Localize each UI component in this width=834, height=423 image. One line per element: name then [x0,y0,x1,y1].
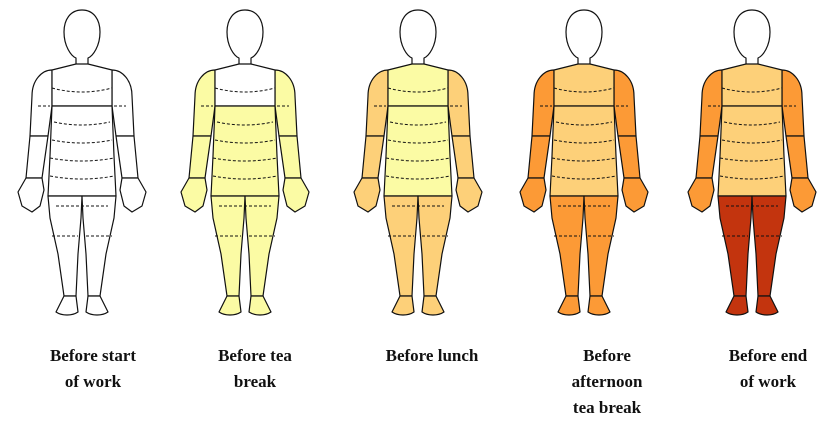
region-legs-9 [48,196,82,296]
region-feet-12 [86,296,108,315]
region-head-0 [566,10,602,66]
region-upper_arms-1 [193,70,215,136]
region-forearms-6 [452,136,474,178]
region-hands-7 [181,178,207,212]
region-upper_arms-1 [30,70,52,136]
caption-4: Before afternoon tea break [532,343,682,421]
region-chest-3 [52,64,112,106]
region-upper_arms-2 [112,70,134,136]
region-hands-7 [520,178,546,212]
body-outline-2 [165,6,325,324]
caption-3: Before lunch [357,343,507,369]
region-feet-12 [422,296,444,315]
region-legs-9 [384,196,418,296]
region-upper_arms-2 [448,70,470,136]
region-hands-7 [354,178,380,212]
region-chest-3 [388,64,448,106]
region-hands-7 [688,178,714,212]
region-legs-9 [211,196,245,296]
region-feet-11 [558,296,580,315]
region-hands-8 [456,178,482,212]
region-legs-10 [752,196,786,296]
body-outline-4 [504,6,664,324]
region-feet-11 [219,296,241,315]
body-outline-1 [2,6,162,324]
region-forearms-6 [116,136,138,178]
region-legs-10 [245,196,279,296]
region-forearms-5 [26,136,48,178]
region-head-0 [64,10,100,66]
region-legs-10 [418,196,452,296]
region-legs-9 [550,196,584,296]
region-legs-9 [718,196,752,296]
region-head-0 [734,10,770,66]
caption-5: Before end of work [693,343,834,395]
region-head-0 [400,10,436,66]
region-upper_arms-1 [366,70,388,136]
region-hands-7 [18,178,44,212]
body-figure-2 [165,6,325,324]
region-forearms-5 [362,136,384,178]
region-forearms-6 [786,136,808,178]
body-outline-3 [338,6,498,324]
region-forearms-6 [618,136,640,178]
caption-1: Before start of work [18,343,168,395]
region-upper_arms-1 [700,70,722,136]
region-feet-12 [588,296,610,315]
body-figure-3 [338,6,498,324]
region-upper_arms-1 [532,70,554,136]
region-feet-11 [56,296,78,315]
region-legs-10 [82,196,116,296]
region-chest-3 [554,64,614,106]
region-chest-3 [722,64,782,106]
region-upper_arms-2 [782,70,804,136]
region-hands-8 [120,178,146,212]
region-forearms-5 [528,136,550,178]
region-hands-8 [622,178,648,212]
body-figure-4 [504,6,664,324]
caption-2: Before tea break [180,343,330,395]
body-outline-5 [672,6,832,324]
region-forearms-6 [279,136,301,178]
region-abdomen-4 [211,106,279,196]
region-forearms-5 [696,136,718,178]
region-abdomen-4 [718,106,786,196]
region-feet-12 [756,296,778,315]
body-figure-5 [672,6,832,324]
region-head-0 [227,10,263,66]
region-abdomen-4 [48,106,116,196]
region-feet-11 [392,296,414,315]
region-abdomen-4 [550,106,618,196]
region-hands-8 [283,178,309,212]
region-legs-10 [584,196,618,296]
region-forearms-5 [189,136,211,178]
region-abdomen-4 [384,106,452,196]
region-hands-8 [790,178,816,212]
region-upper_arms-2 [275,70,297,136]
region-upper_arms-2 [614,70,636,136]
region-feet-11 [726,296,748,315]
region-chest-3 [215,64,275,106]
region-feet-12 [249,296,271,315]
body-figure-1 [2,6,162,324]
